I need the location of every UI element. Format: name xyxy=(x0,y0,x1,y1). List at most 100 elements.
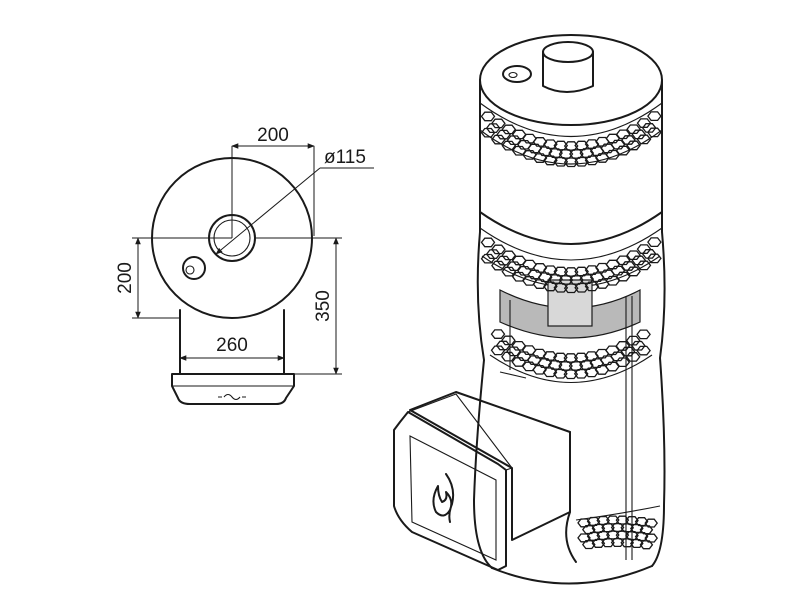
hexagon-cell xyxy=(621,261,636,271)
flame-logo xyxy=(432,473,455,523)
hexagon-cell xyxy=(584,155,600,166)
hexagon-cell xyxy=(615,129,631,140)
hexagon-cell xyxy=(511,340,527,351)
hexagon-cell xyxy=(647,253,662,264)
hexagon-cell xyxy=(579,274,595,284)
firebox-door-frame xyxy=(409,435,497,561)
hexagon-cell xyxy=(644,533,659,543)
hexagon-cell xyxy=(527,143,543,154)
hexagon-cell xyxy=(595,153,610,163)
hexagon-cell xyxy=(595,279,610,289)
hexagon-cell xyxy=(620,346,636,357)
hexagon-cell xyxy=(579,148,595,158)
hexagon-cell xyxy=(589,272,605,283)
hexagon-cell xyxy=(589,146,605,157)
hexagon-cell xyxy=(532,348,547,359)
hexagon-cell xyxy=(584,139,600,149)
hexagon-cell xyxy=(610,537,625,548)
hexagon-cell xyxy=(615,255,631,266)
hexagon-cell xyxy=(636,345,651,356)
hexagon-cell xyxy=(615,145,631,156)
firebox-door-top-lip xyxy=(407,393,513,471)
hexagon-cell xyxy=(480,127,496,138)
hexagon-cell xyxy=(532,153,548,163)
hexagon-cell xyxy=(577,518,591,528)
hexagon-cell xyxy=(522,276,537,286)
tap-inner xyxy=(185,265,195,275)
hexagon-cell xyxy=(594,365,610,375)
dim-top-width-label: 200 xyxy=(257,125,289,146)
tap-outer xyxy=(182,256,206,280)
hexagon-cell xyxy=(581,525,596,535)
hexagon-cell xyxy=(490,329,506,339)
hexagon-cell xyxy=(625,352,641,362)
hexagon-cell xyxy=(586,516,601,526)
lower-cylinder-left xyxy=(473,231,493,569)
hexagon-cell xyxy=(589,358,605,369)
hexagon-cell xyxy=(543,281,558,292)
hexagon-cell xyxy=(577,533,591,543)
hexagon-cell xyxy=(610,265,626,276)
hexagon-cell xyxy=(636,244,652,254)
hexagon-cell xyxy=(569,149,584,159)
hexagon-cell xyxy=(584,265,600,275)
hexagon-cell xyxy=(615,357,631,368)
hexagon-cell xyxy=(506,261,522,272)
hexagon-cell xyxy=(639,540,654,550)
hexagon-cell xyxy=(610,351,625,362)
hexagon-cell xyxy=(647,237,662,248)
hexagon-pattern xyxy=(480,111,662,550)
hexagon-cell xyxy=(521,361,537,372)
stove-3d-view xyxy=(393,34,666,585)
hexagon-cell xyxy=(595,262,610,273)
hexagon-cell xyxy=(532,364,547,375)
hexagon-cell xyxy=(594,348,610,359)
mid-band-bottom-edge xyxy=(489,354,653,384)
hexagon-cell xyxy=(636,118,652,128)
hexagon-cell xyxy=(626,266,641,277)
hexagon-cell xyxy=(581,540,596,550)
hexagon-cell xyxy=(527,269,543,280)
hexagon-cell xyxy=(631,340,646,351)
hexagon-cell xyxy=(574,140,589,151)
hexagon-cell xyxy=(626,124,641,135)
hexagon-cell xyxy=(490,345,506,356)
hexagon-cell xyxy=(631,255,647,266)
tank-tap xyxy=(502,65,532,83)
lower-cylinder-right xyxy=(651,231,666,567)
hexagon-cell xyxy=(641,123,657,133)
flue-pipe-top xyxy=(542,41,594,63)
hexagon-cell xyxy=(573,368,589,379)
hexagon-cell xyxy=(501,124,517,135)
hexagon-cell xyxy=(600,143,615,154)
dim-flue-diameter: ø115 xyxy=(215,147,374,255)
hexagon-cell xyxy=(491,260,506,271)
hexagon-cell xyxy=(517,139,532,150)
hexagon-cell xyxy=(527,355,542,365)
hexagon-cell xyxy=(522,133,537,144)
hexagon-cell xyxy=(625,335,641,346)
hexagon-cell xyxy=(496,129,511,140)
hexagon-cell xyxy=(644,518,659,528)
hexagon-cell xyxy=(480,111,496,122)
stand-firebox-door xyxy=(171,373,295,405)
hexagon-cell xyxy=(537,272,553,283)
hexagon-cell xyxy=(586,531,601,541)
hexagon-cell xyxy=(600,269,615,280)
hexagon-cell xyxy=(563,369,579,380)
hexagon-cell xyxy=(553,368,568,379)
hexagon-cell xyxy=(647,111,662,122)
hexagon-cell xyxy=(563,157,579,168)
hexagon-cell xyxy=(501,140,517,151)
hexagon-cell xyxy=(647,127,662,138)
hexagon-cell xyxy=(626,140,641,151)
dim-base-width: 260 xyxy=(179,335,285,361)
hexagon-cell xyxy=(595,136,610,147)
hexagon-cell xyxy=(579,360,594,370)
dim-right-height-label: 350 xyxy=(313,290,334,322)
hexagon-cell xyxy=(537,146,553,157)
hexagon-cell xyxy=(631,129,647,140)
tank-tap-hole xyxy=(508,71,518,79)
hexagon-cell xyxy=(522,259,537,270)
upper-band-top-edge xyxy=(479,102,663,137)
